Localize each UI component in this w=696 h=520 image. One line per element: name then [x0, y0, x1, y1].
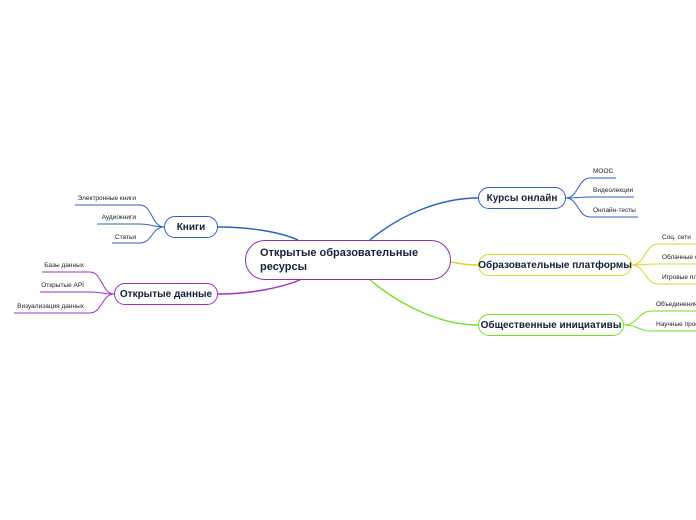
- connector-courses: [369, 197, 479, 241]
- leaf-open-data-1[interactable]: Открытые API: [41, 282, 84, 289]
- branch-initiatives-label: Общественные инициативы: [480, 319, 622, 331]
- leaf-platforms-0[interactable]: Соц. сети: [662, 234, 691, 241]
- leaf-platforms-1[interactable]: Облачные с: [662, 254, 696, 261]
- leaf-initiatives-1[interactable]: Научные проe: [656, 321, 696, 328]
- leaf-courses-2[interactable]: Онлайн-тесты: [593, 207, 636, 214]
- connector-initiatives: [369, 279, 479, 326]
- branch-open-data[interactable]: Открытые данные: [114, 283, 218, 305]
- branch-courses-label: Курсы онлайн: [486, 192, 558, 204]
- branch-courses[interactable]: Курсы онлайн: [478, 187, 566, 209]
- leaf-platforms-2[interactable]: Игровые пл: [662, 274, 696, 281]
- central-topic-label: Открытые образовательные ресурсы: [260, 247, 419, 273]
- leaf-books-0[interactable]: Электронные книги: [77, 195, 136, 202]
- leaf-initiatives-0[interactable]: Объединения: [656, 301, 696, 308]
- leaf-books-2[interactable]: Статьи: [114, 234, 136, 241]
- connector-platforms: [450, 261, 479, 266]
- branch-books-label: Книги: [176, 221, 206, 233]
- leaf-courses-1[interactable]: Видеолекции: [593, 187, 634, 194]
- branch-platforms[interactable]: Образовательные платформы: [478, 254, 632, 276]
- connector-books: [217, 226, 299, 241]
- leaf-courses-0[interactable]: MOOC: [593, 168, 614, 175]
- branch-initiatives[interactable]: Общественные инициативы: [478, 314, 624, 336]
- connector-open-data: [217, 279, 301, 295]
- leaf-books-1[interactable]: Аудиокниги: [101, 214, 136, 221]
- leaf-open-data-0[interactable]: Базы данных: [44, 262, 84, 269]
- leaf-open-data-2[interactable]: Визуализация данных: [17, 303, 84, 310]
- central-topic[interactable]: Открытые образовательные ресурсы: [245, 240, 451, 280]
- branch-books[interactable]: Книги: [164, 216, 218, 238]
- branch-platforms-label: Образовательные платформы: [478, 259, 632, 271]
- branch-open-data-label: Открытые данные: [119, 288, 213, 300]
